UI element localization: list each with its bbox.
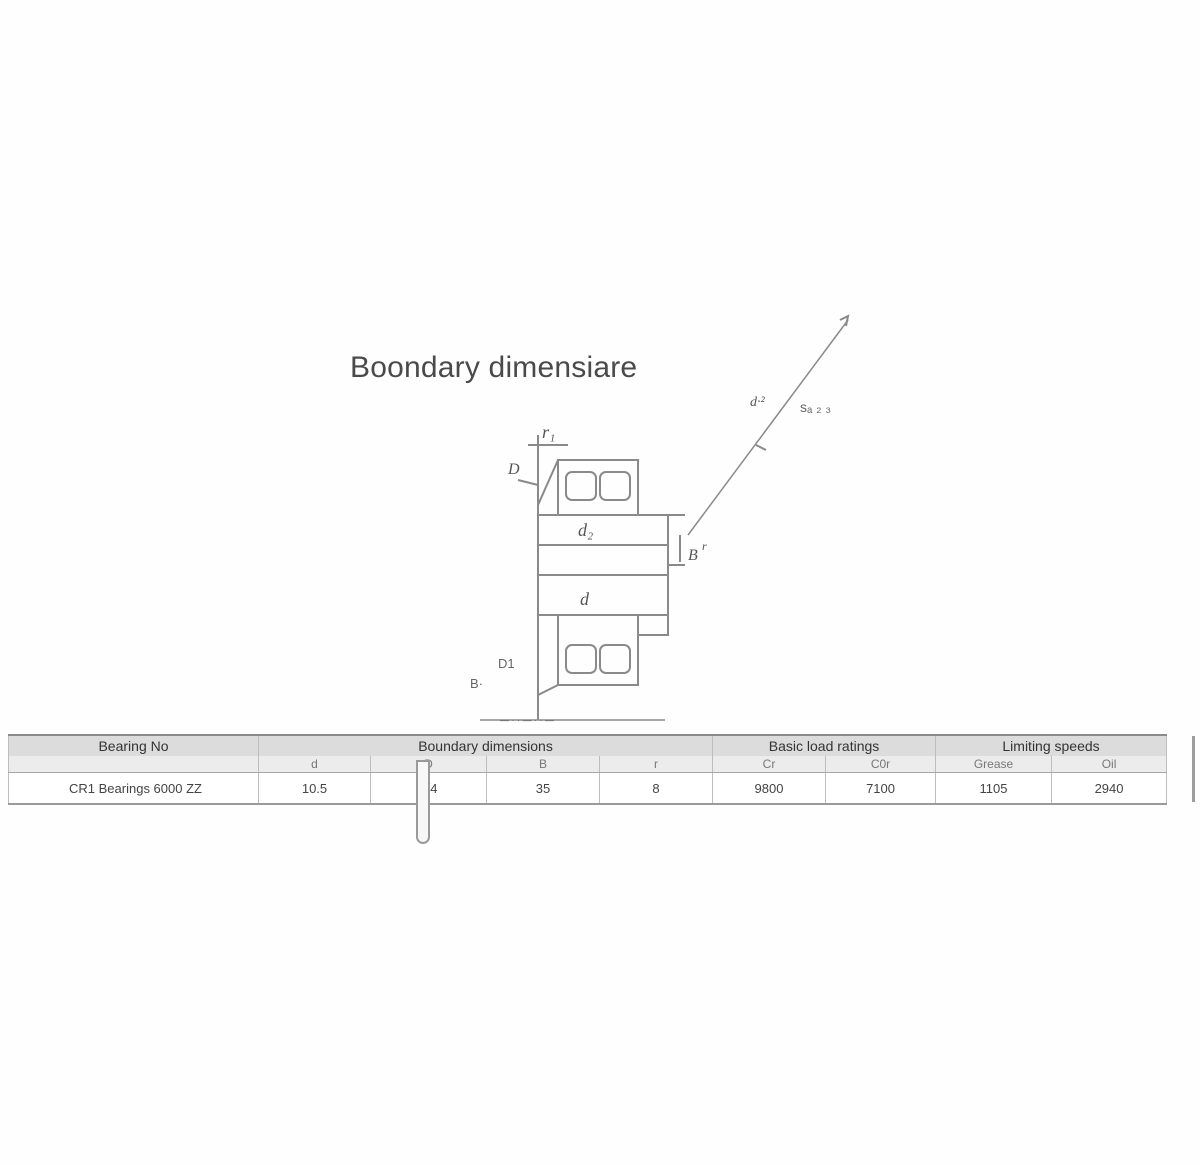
table-edge-marker — [1192, 736, 1195, 802]
label-width: B — [688, 547, 698, 564]
table-sub-header: B — [486, 756, 600, 773]
table-cell-bearing-no: CR1 Bearings 6000 ZZ — [8, 772, 259, 805]
label-bottom-left: B· — [470, 676, 483, 691]
table-sub-header: Cr — [712, 756, 827, 773]
lower-roller-left — [565, 644, 597, 674]
table-cell: 8 — [598, 772, 714, 805]
shaft-step — [638, 615, 669, 636]
table-sub-header: r — [598, 756, 714, 773]
table-cell: 7100 — [825, 772, 937, 805]
lower-flange — [537, 615, 559, 697]
label-leader-left: d·² — [750, 395, 766, 410]
table-sub-header: C0r — [825, 756, 937, 773]
bearing-spec-table: Bearing No Boundary dimensions Basic loa… — [8, 734, 1168, 805]
bearing-cross-section-drawing: r₁ D d₂ d B r B· D1 d·² sₐ ₂ ₃ — · · — ·… — [470, 314, 850, 725]
table-cell: 9800 — [712, 772, 827, 805]
upper-roller-right — [599, 471, 631, 501]
table-group-header: Limiting speeds — [935, 734, 1168, 756]
label-d2: d₂ — [578, 520, 593, 540]
lower-roller-right — [599, 644, 631, 674]
table-cell: 1105 — [935, 772, 1053, 805]
upper-roller-left — [565, 471, 597, 501]
upper-flange — [537, 459, 559, 515]
table-group-header-row: Bearing No Boundary dimensions Basic loa… — [8, 734, 1168, 756]
table-group-header: Bearing No — [8, 734, 259, 756]
table-sub-header — [8, 756, 259, 773]
upper-outer-ring — [557, 459, 639, 516]
leader-arrow — [839, 314, 850, 327]
lower-outer-ring — [557, 614, 639, 686]
table-row: CR1 Bearings 6000 ZZ 10.5 1/4 35 8 9800 … — [8, 772, 1168, 805]
page-title: Boondary dimensiare — [350, 351, 638, 384]
table-cell: 35 — [486, 772, 600, 805]
table-sub-header: d — [258, 756, 371, 773]
left-leader — [517, 479, 539, 486]
table-cell: 10.5 — [258, 772, 371, 805]
table-group-header: Boundary dimensions — [257, 734, 714, 756]
label-bottom-code: D1 — [498, 656, 515, 671]
dimension-pin-marker — [416, 760, 430, 844]
label-r1: r₁ — [542, 422, 555, 442]
label-chamfer: r — [702, 539, 707, 553]
shaft-lower — [537, 574, 669, 616]
table-group-header: Basic load ratings — [712, 734, 937, 756]
table-sub-header: Grease — [935, 756, 1053, 773]
leader-tick — [755, 444, 767, 451]
long-leader-line — [687, 319, 849, 536]
label-d-left: D — [507, 461, 520, 478]
table-cell: 2940 — [1051, 772, 1168, 805]
table-sub-header-row: d D B r Cr C0r Grease Oil — [8, 756, 1168, 773]
label-base-caption: — · · — · · — — [500, 715, 554, 725]
table-sub-header: Oil — [1051, 756, 1168, 773]
label-leader-right: sₐ ₂ ₃ — [800, 399, 831, 415]
label-bore: d — [580, 589, 590, 609]
